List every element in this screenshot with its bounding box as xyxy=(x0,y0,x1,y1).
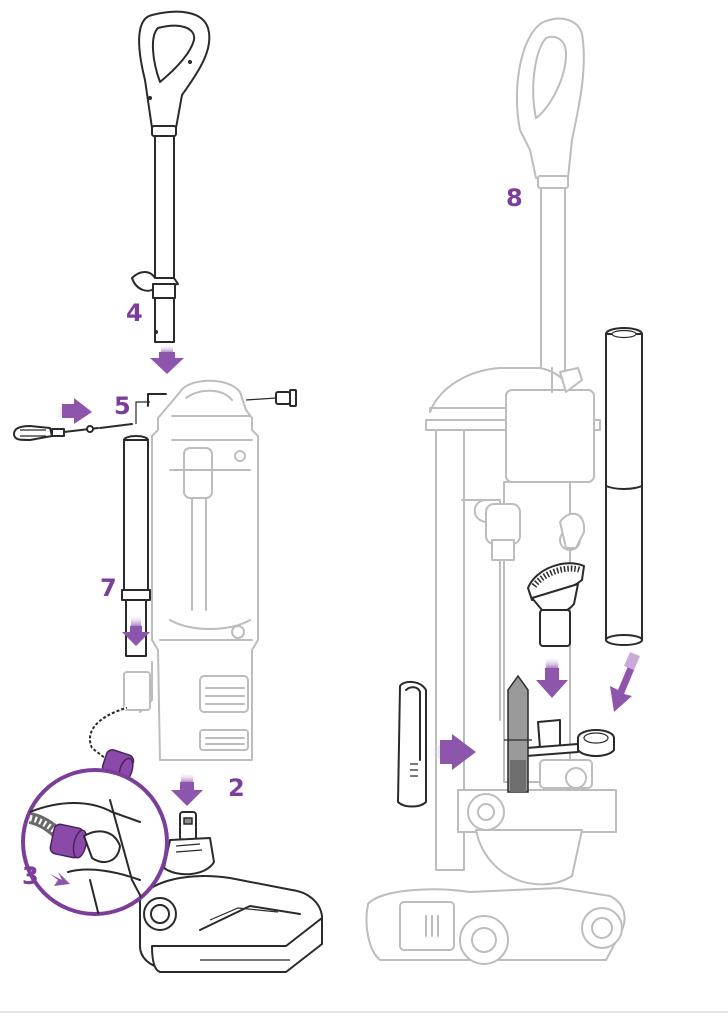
crevice-slot xyxy=(504,674,532,793)
upright-vacuum-ghost xyxy=(365,17,626,965)
step-2-label: 2 xyxy=(228,774,245,802)
arrow-tube-down xyxy=(122,614,150,646)
step-7-label: 7 xyxy=(100,574,117,602)
ring-clip xyxy=(577,729,615,757)
dusting-brush xyxy=(527,562,585,647)
bolt xyxy=(245,389,297,407)
main-body-ghost xyxy=(151,379,259,761)
arrow-callout xyxy=(50,872,70,886)
arrow-handle-down xyxy=(150,344,184,374)
crevice-tool xyxy=(397,680,427,808)
step-5-label: 5 xyxy=(114,392,131,420)
storage-tube xyxy=(605,327,643,646)
hose-callout-circle xyxy=(21,768,169,916)
step-3-label: 3 xyxy=(22,862,39,890)
handle-part xyxy=(131,10,211,343)
screwdriver xyxy=(13,423,133,441)
right-assembly: 8 xyxy=(365,17,643,965)
arrow-brush-down xyxy=(536,656,568,698)
arrow-crevice-right xyxy=(428,734,476,770)
arrow-body-down xyxy=(171,772,203,806)
hose xyxy=(88,661,153,783)
arrow-screw-right xyxy=(52,398,92,424)
floor-nozzle xyxy=(139,811,323,973)
arrow-tube-to-clip xyxy=(610,652,640,712)
brush-holder xyxy=(525,719,579,757)
step-4-label: 4 xyxy=(126,299,143,327)
step-8-label: 8 xyxy=(506,184,523,212)
left-assembly: 4 5 7 2 3 xyxy=(13,10,323,973)
